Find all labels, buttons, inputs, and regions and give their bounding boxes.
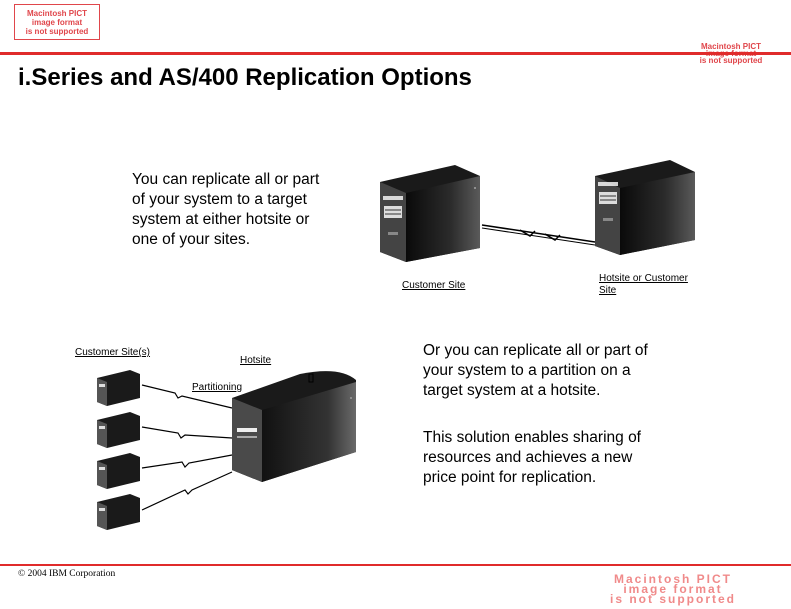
- customer-server-icon: [97, 494, 140, 530]
- pict-line-2: image format: [623, 582, 723, 596]
- pict-line-1: Macintosh PICT: [26, 9, 87, 18]
- footer-rule: [0, 564, 791, 566]
- pict-line-2: image format: [31, 18, 83, 27]
- customer-server-icon: [97, 412, 140, 448]
- pict-line-3: is not supported: [699, 56, 763, 65]
- label-hotsite-or-customer-site: Hotsite or Customer Site: [599, 273, 688, 297]
- label-customer-sites: Customer Site(s): [75, 347, 151, 358]
- customer-server-icon: [97, 453, 140, 489]
- text-right-2: This solution enables sharing of resourc…: [423, 428, 723, 488]
- slide-title: i.Series and AS/400 Replication Options: [18, 64, 472, 91]
- pict-line-1: Macintosh PICT: [700, 42, 761, 51]
- hotsite-partitioned-server-icon: [232, 371, 356, 482]
- text-right-line: Or you can replicate all or part of: [423, 342, 648, 359]
- pict-placeholder-top-left: Macintosh PICT image format is not suppo…: [14, 4, 100, 40]
- customer-server-icon: [97, 370, 140, 406]
- label-partitioning: Partitioning: [192, 382, 243, 393]
- text-right-1: Or you can replicate all or part of your…: [423, 341, 723, 401]
- server-customer-site-icon: [380, 165, 480, 262]
- header-rule: [0, 52, 791, 55]
- replication-link-icon: [481, 224, 596, 246]
- text-top-line: of your system to a target: [132, 191, 307, 208]
- text-right-line: This solution enables sharing of: [423, 429, 641, 446]
- server-hotsite-icon: [595, 160, 695, 255]
- label-line: Hotsite or Customer: [599, 273, 688, 284]
- partition-links-icon: [141, 384, 233, 511]
- text-right-line: target system at a hotsite.: [423, 382, 601, 399]
- text-right-line: resources and achieves a new: [423, 449, 633, 466]
- label-line: Site: [599, 285, 617, 296]
- pict-line-1: Macintosh PICT: [613, 572, 732, 586]
- label-customer-site: Customer Site: [402, 280, 466, 291]
- copyright-footer: © 2004 IBM Corporation: [18, 569, 116, 579]
- text-right-line: your system to a partition on a: [423, 362, 631, 379]
- pict-placeholder-bottom-right: Macintosh PICT image format is not suppo…: [560, 572, 786, 608]
- text-top-line: system at either hotsite or: [132, 211, 310, 228]
- text-top-line: You can replicate all or part: [132, 171, 320, 188]
- label-hotsite: Hotsite: [240, 355, 272, 366]
- pict-line-3: is not supported: [610, 592, 736, 606]
- text-right-line: price point for replication.: [423, 469, 597, 486]
- text-top-line: one of your sites.: [132, 231, 251, 248]
- text-top: You can replicate all or part of your sy…: [132, 170, 362, 250]
- pict-line-3: is not supported: [25, 27, 89, 36]
